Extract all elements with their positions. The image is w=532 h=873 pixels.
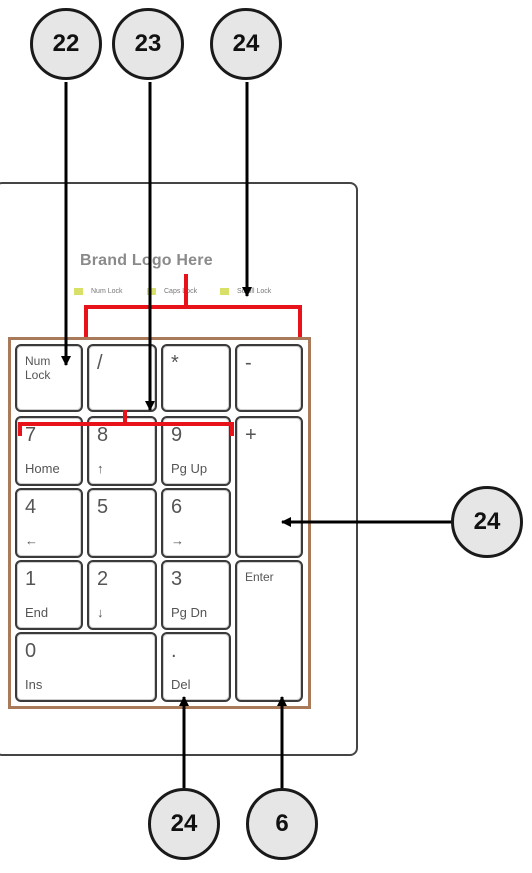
key-label: - [245, 352, 252, 374]
led-indicator-icon [74, 288, 83, 295]
key-label-bottom: Pg Dn [171, 605, 208, 620]
callout-24-right: 24 [451, 486, 523, 558]
key-5[interactable]: 5 [87, 488, 157, 558]
bracket-top-row [84, 274, 302, 337]
key-label: Enter [245, 570, 274, 584]
key-label-top: 9 [171, 424, 183, 446]
callout-6: 6 [246, 788, 318, 860]
key-label-top: 8 [97, 424, 109, 446]
key-label-bottom: Pg Up [171, 461, 208, 476]
key-label-top: 3 [171, 568, 183, 590]
callout-22: 22 [30, 8, 102, 80]
brand-logo-text: Brand Logo Here [80, 252, 213, 269]
key-label-top: 1 [25, 568, 37, 590]
key-label-bottom: Home [25, 461, 60, 476]
callout-24-bottom: 24 [148, 788, 220, 860]
key-label-top: 4 [25, 496, 37, 518]
key-label-bottom: Del [171, 677, 191, 692]
key-1-end[interactable]: 1 End [15, 560, 83, 630]
key-8-up[interactable]: 8 ↑ [87, 416, 157, 486]
key-multiply[interactable]: * [161, 344, 231, 412]
key-9-pgup[interactable]: 9 Pg Up [161, 416, 231, 486]
led-label: Scroll Lock [237, 288, 272, 295]
key-label-top: 5 [97, 496, 109, 518]
key-7-home[interactable]: 7 Home [15, 416, 83, 486]
led-scroll-lock: Scroll Lock [220, 288, 271, 295]
key-6-right[interactable]: 6 → [161, 488, 231, 558]
key-add[interactable]: + [235, 416, 303, 558]
key-subtract[interactable]: - [235, 344, 303, 412]
key-2-down[interactable]: 2 ↓ [87, 560, 157, 630]
key-divide[interactable]: / [87, 344, 157, 412]
arrow-right-icon: → [171, 533, 184, 548]
callout-23: 23 [112, 8, 184, 80]
key-label: * [171, 352, 179, 374]
key-label-top: 7 [25, 424, 37, 446]
key-3-pgdn[interactable]: 3 Pg Dn [161, 560, 231, 630]
key-label-top: 0 [25, 640, 37, 662]
key-label-top: 6 [171, 496, 183, 518]
key-enter[interactable]: Enter [235, 560, 303, 702]
callout-24-top: 24 [210, 8, 282, 80]
key-num-lock[interactable]: Num Lock [15, 344, 83, 412]
key-4-left[interactable]: 4 ← [15, 488, 83, 558]
led-label: Caps Lock [164, 288, 198, 295]
arrow-down-icon: ↓ [97, 605, 104, 620]
led-num-lock: Num Lock [74, 288, 123, 295]
key-label-top: . [171, 640, 177, 662]
key-label: Num Lock [25, 354, 51, 382]
arrow-left-icon: ← [25, 533, 38, 548]
key-label: / [97, 352, 103, 374]
key-label-bottom: Ins [25, 677, 43, 692]
led-indicator-icon [220, 288, 229, 295]
led-label: Num Lock [91, 288, 123, 295]
key-label: + [245, 424, 257, 446]
bracket-number-row [18, 410, 234, 436]
key-label-top: 2 [97, 568, 109, 590]
key-0-ins[interactable]: 0 Ins [15, 632, 157, 702]
arrow-up-icon: ↑ [97, 461, 104, 476]
key-decimal-del[interactable]: . Del [161, 632, 231, 702]
key-label-bottom: End [25, 605, 49, 620]
